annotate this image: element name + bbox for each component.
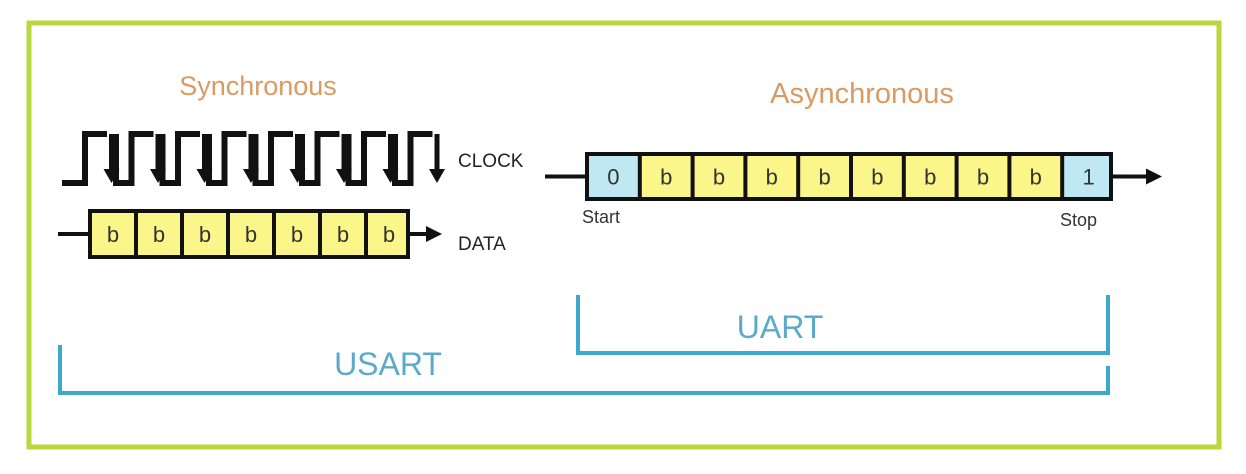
falling-edge-arrow-icon xyxy=(289,169,306,183)
data-bit-cell xyxy=(958,156,1008,197)
bit-label: b xyxy=(199,222,211,247)
falling-edge-arrow-icon xyxy=(196,169,213,183)
data-bit-cell xyxy=(322,213,364,255)
data-bit-cell xyxy=(92,213,134,255)
data-label: DATA xyxy=(458,234,506,255)
falling-edge-arrow-icon xyxy=(336,169,352,183)
falling-edge-arrow-icon xyxy=(429,169,445,183)
data-bit-cell xyxy=(230,213,272,255)
bit-label: b xyxy=(153,222,165,247)
bit-label: b xyxy=(924,165,936,190)
bit-label: b xyxy=(107,222,119,247)
uart-bracket xyxy=(576,295,1110,355)
async-data-frame: 0 b b b b b b b b 1 xyxy=(545,152,1162,201)
falling-edge-arrow-icon xyxy=(103,169,120,183)
data-bit-cell xyxy=(276,213,318,255)
stop-label: Stop xyxy=(1060,210,1097,230)
data-bit-cell xyxy=(368,213,406,255)
clock-waveform xyxy=(62,134,445,183)
bit-label: b xyxy=(766,165,778,190)
bit-label: b xyxy=(337,222,349,247)
falling-edge-arrow-icon xyxy=(150,169,166,183)
data-bit-cell xyxy=(138,213,180,255)
data-bit-cell xyxy=(905,156,955,197)
asynchronous-title: Asynchronous xyxy=(770,78,954,110)
bit-label: 1 xyxy=(1082,165,1094,190)
frame-border xyxy=(26,20,1222,450)
bit-label: b xyxy=(713,165,725,190)
bit-label: b xyxy=(291,222,303,247)
usart-label: USART xyxy=(334,346,442,382)
data-bit-cell xyxy=(184,213,226,255)
bit-label: b xyxy=(383,222,395,247)
data-bit-cell xyxy=(747,156,797,197)
bit-label: b xyxy=(245,222,257,247)
arrow-right-icon xyxy=(426,226,442,242)
falling-edge-arrow-icon xyxy=(243,169,259,183)
arrow-right-icon xyxy=(1146,168,1162,185)
usart-bracket xyxy=(58,345,1110,395)
data-bit-cell xyxy=(1011,156,1061,197)
clock-label: CLOCK xyxy=(458,151,524,172)
bit-label: b xyxy=(1030,165,1042,190)
start-bit-cell xyxy=(589,156,638,197)
data-bit-cell xyxy=(853,156,902,197)
bit-label: b xyxy=(660,165,672,190)
uart-label: UART xyxy=(737,309,824,345)
bit-label: 0 xyxy=(607,165,619,190)
data-bit-cell xyxy=(641,156,691,197)
bit-label: b xyxy=(977,165,989,190)
start-label: Start xyxy=(582,207,620,227)
bit-label: b xyxy=(818,165,830,190)
data-bit-cell xyxy=(800,156,849,197)
falling-edge-arrow-icon xyxy=(382,169,399,183)
stop-bit-cell xyxy=(1064,156,1109,197)
data-bit-cell xyxy=(694,156,744,197)
bit-label: b xyxy=(871,165,883,190)
synchronous-title: Synchronous xyxy=(179,71,337,101)
